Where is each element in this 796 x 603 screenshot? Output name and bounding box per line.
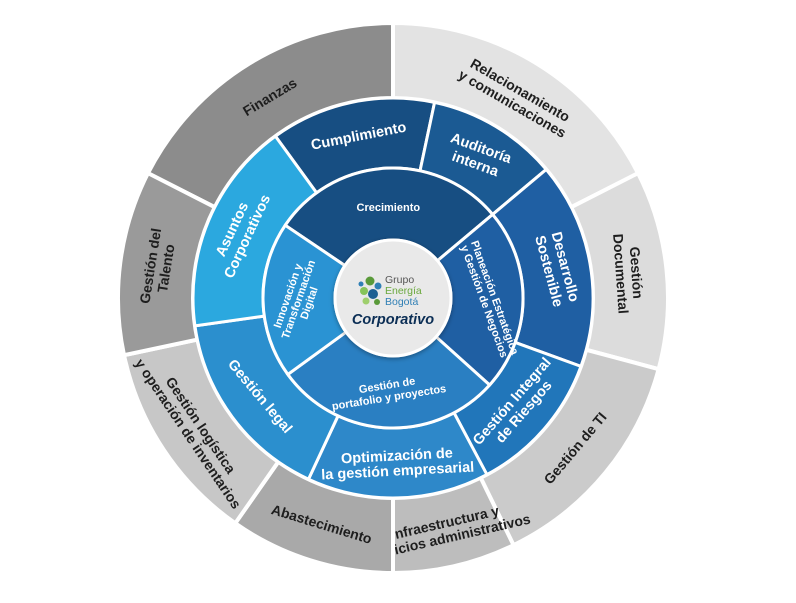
middle-ring-segment-7: AsuntosCorporativos: [191, 134, 319, 328]
logo-line-2: Energía: [385, 285, 422, 297]
inner-ring-label: Crecimiento: [357, 202, 421, 214]
center-title: Corporativo: [352, 312, 434, 328]
logo-line-1: Grupo: [385, 274, 414, 286]
outer-ring-segment-8: Gestión delTalento: [116, 170, 218, 358]
logo-line-3: Bogotá: [385, 296, 418, 308]
logo-dot: [374, 299, 380, 305]
logo-dots-icon: [358, 276, 382, 305]
middle-ring-label-line: Optimización de: [341, 445, 454, 467]
outer-ring-segment-2: Relacionamientoy comunicaciones: [391, 20, 641, 210]
outer-ring-label-line: Talento: [154, 243, 177, 294]
middle-ring-label-line: la gestión empresarial: [321, 459, 475, 483]
logo-dot: [374, 282, 382, 290]
inner-ring-segment-2: Planeación Estratégicay Gestión de Negoc…: [433, 212, 525, 388]
outer-ring-segment-4: Gestión de TI: [477, 347, 662, 548]
middle-ring-segment-3: DesarrolloSostenible: [490, 167, 595, 369]
middle-ring-segment-1: Cumplimiento: [273, 96, 437, 195]
logo-dot: [365, 276, 375, 286]
outer-ring-label: GestiónDocumental: [610, 232, 647, 314]
middle-ring-label: Optimización dela gestión empresarial: [320, 444, 475, 483]
company-logo: Grupo Energía Bogotá: [358, 274, 422, 308]
middle-ring-segment-5: Optimización dela gestión empresarial: [306, 410, 489, 500]
logo-dot: [360, 287, 368, 295]
inner-ring-label-line: Crecimiento: [357, 202, 421, 214]
logo-dot: [358, 281, 364, 287]
inner-ring-segment-3: Gestión deportafolio y proyectos: [285, 329, 492, 430]
center-hub: Grupo Energía Bogotá Corporativo: [333, 238, 453, 358]
inner-ring-segment-4: Innovación yTransformaciónDigital: [261, 223, 349, 377]
outer-ring-label-line: Gestión: [627, 246, 647, 299]
logo-dot: [368, 289, 378, 299]
logo-dot: [362, 297, 370, 305]
outer-ring-segment-3: GestiónDocumental: [568, 170, 670, 372]
outer-ring-label-line: Documental: [610, 233, 632, 314]
center-disc: [333, 238, 453, 358]
